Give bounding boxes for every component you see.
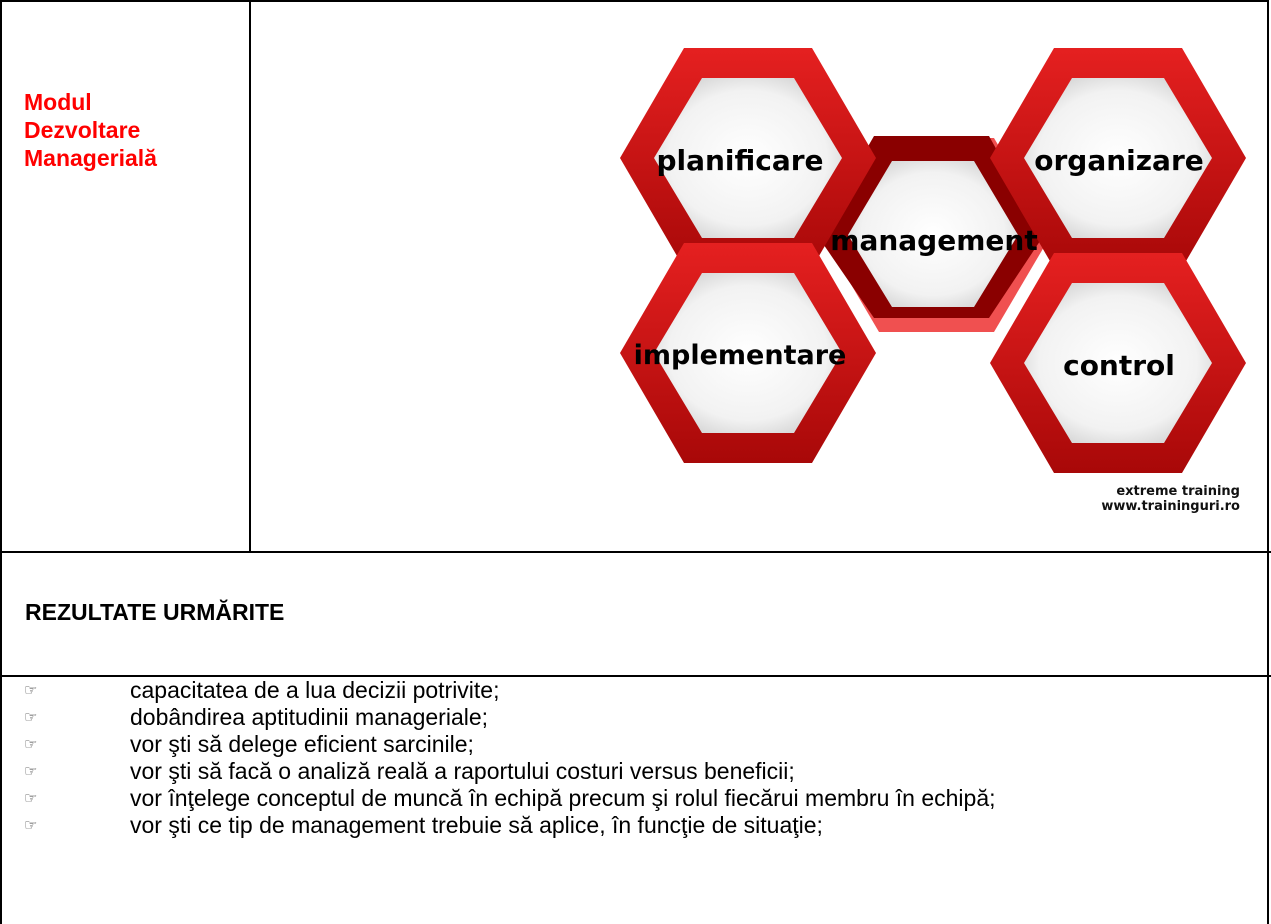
list-item: ☞ dobândirea aptitudinii manageriale; xyxy=(0,704,1271,731)
list-item: ☞ vor înţelege conceptul de muncă în ech… xyxy=(0,785,1271,812)
pointing-hand-icon: ☞ xyxy=(24,736,38,753)
list-item-text: vor şti să facă o analiză reală a raport… xyxy=(130,758,795,784)
credit-website: www.traininguri.ro xyxy=(1101,499,1240,514)
hex-implementation xyxy=(620,243,876,463)
list-item: ☞ vor şti ce tip de management trebuie s… xyxy=(0,812,1271,839)
label-management: management xyxy=(830,224,1037,257)
hex-control xyxy=(990,253,1246,473)
list-item-text: dobândirea aptitudinii manageriale; xyxy=(130,704,489,730)
list-item-text: vor şti ce tip de management trebuie să … xyxy=(130,812,823,838)
row-divider-2 xyxy=(0,675,1271,677)
row-divider-1 xyxy=(0,551,1271,553)
pointing-hand-icon: ☞ xyxy=(24,682,38,699)
results-list: ☞ capacitatea de a lua decizii potrivite… xyxy=(0,677,1271,839)
module-title: Modul Dezvoltare Managerială xyxy=(24,88,244,172)
pointing-hand-icon: ☞ xyxy=(24,817,38,834)
list-item: ☞ capacitatea de a lua decizii potrivite… xyxy=(0,677,1271,704)
label-implementation: implementare xyxy=(634,340,847,371)
module-title-line-1: Modul xyxy=(24,89,92,115)
column-divider xyxy=(249,0,251,553)
pointing-hand-icon: ☞ xyxy=(24,763,38,780)
list-item: ☞ vor şti să facă o analiză reală a rapo… xyxy=(0,758,1271,785)
label-planning: planificare xyxy=(656,144,823,177)
credit-company: extreme training xyxy=(1116,484,1240,499)
hex-management xyxy=(817,136,1051,332)
section-heading: REZULTATE URMĂRITE xyxy=(25,599,285,625)
list-item: ☞ vor şti să delege eficient sarcinile; xyxy=(0,731,1271,758)
label-control: control xyxy=(1063,349,1175,382)
label-organizing: organizare xyxy=(1034,144,1204,177)
pointing-hand-icon: ☞ xyxy=(24,709,38,726)
hex-organizing xyxy=(990,48,1246,268)
list-item-text: capacitatea de a lua decizii potrivite; xyxy=(130,677,500,703)
list-item-text: vor şti să delege eficient sarcinile; xyxy=(130,731,474,757)
hex-planning xyxy=(620,48,876,268)
pointing-hand-icon: ☞ xyxy=(24,790,38,807)
list-item-text: vor înţelege conceptul de muncă în echip… xyxy=(130,785,996,811)
credit-block: extreme training www.traininguri.ro xyxy=(1000,484,1240,514)
management-hexagon-diagram: planificare organizare management implem… xyxy=(620,48,1246,473)
module-title-line-3: Managerială xyxy=(24,145,157,171)
module-title-line-2: Dezvoltare xyxy=(24,117,141,143)
